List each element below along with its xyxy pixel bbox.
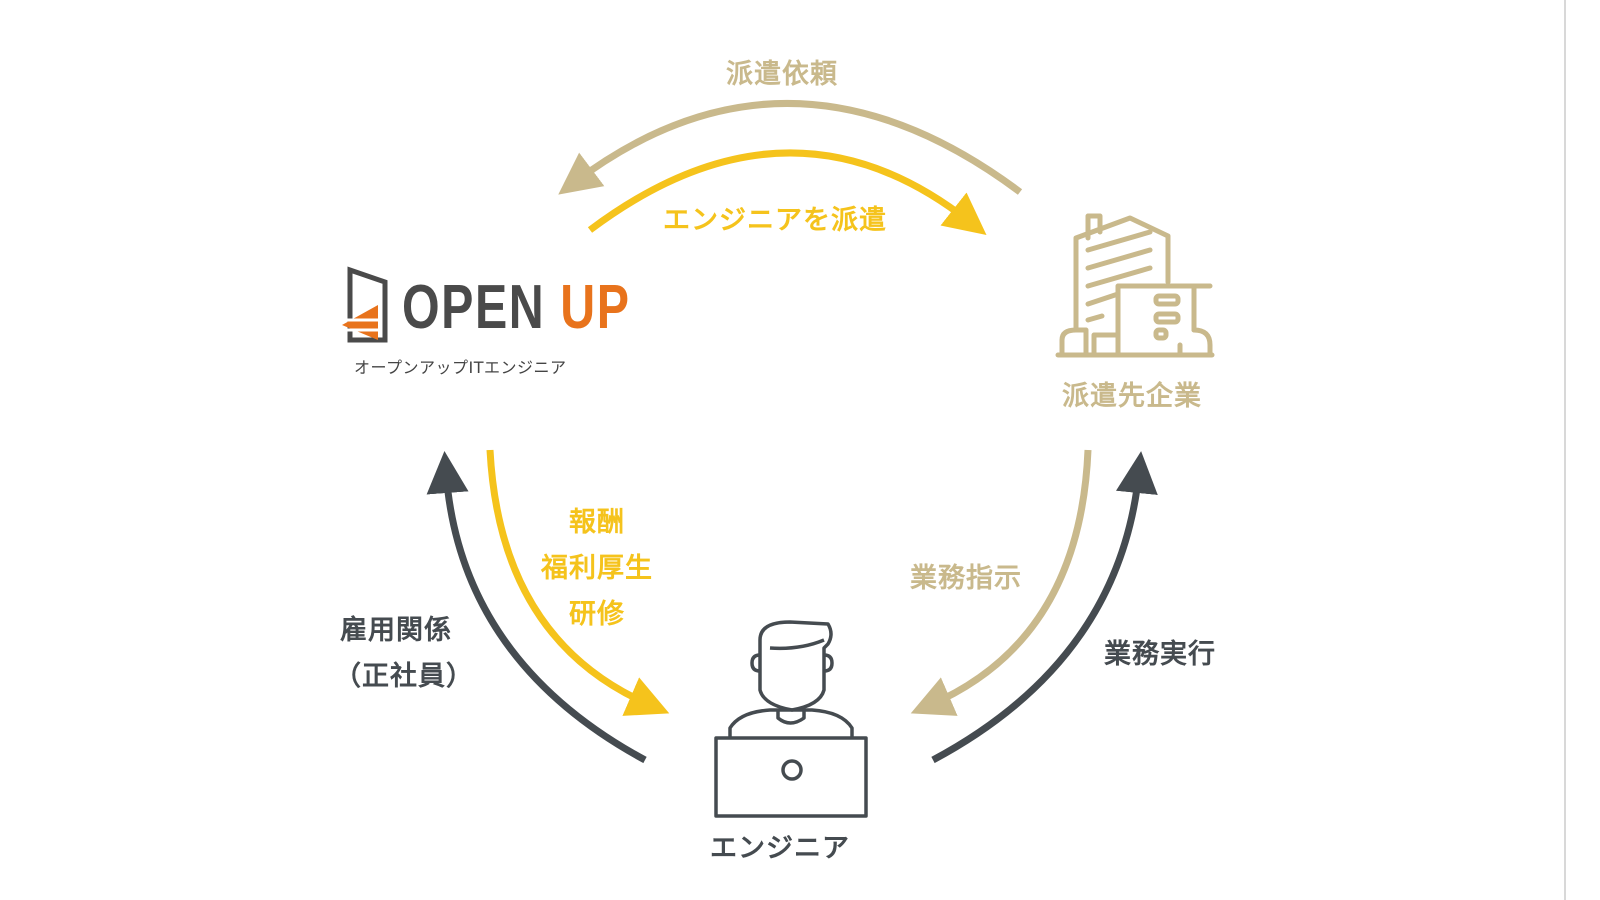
label-work-instruction: 業務指示: [910, 563, 1022, 594]
benefit-salary: 報酬: [569, 507, 625, 538]
benefit-training: 研修: [569, 599, 625, 630]
logo-brand-open: OPEN: [402, 273, 561, 342]
employment-relation: 雇用関係: [340, 615, 452, 646]
engineer-icon: [714, 620, 868, 818]
arrow-dispatch-engineer: [587, 149, 987, 235]
building-icon: [1055, 213, 1215, 358]
arrow-benefits: [486, 449, 670, 716]
logo-brand: OPEN UP: [402, 272, 631, 343]
logo-door-icon: [342, 266, 388, 343]
label-benefits: 報酬 福利厚生 研修: [532, 500, 662, 638]
logo-brand-up: UP: [560, 273, 631, 342]
arrow-work-execution: [931, 451, 1158, 764]
label-work-execution: 業務実行: [1104, 639, 1216, 670]
label-employment: 雇用関係 （正社員）: [334, 608, 474, 700]
label-engineer: エンジニア: [710, 833, 850, 864]
logo-subtitle: オープンアップITエンジニア: [354, 358, 567, 377]
right-border: [1564, 0, 1566, 900]
arrow-dispatch-request: [558, 99, 1023, 195]
employment-type: （正社員）: [334, 661, 474, 692]
arrow-work-instruction: [910, 449, 1092, 716]
label-dispatch-engineer: エンジニアを派遣: [663, 205, 887, 236]
benefit-welfare: 福利厚生: [541, 553, 653, 584]
label-dispatch-request: 派遣依頼: [726, 59, 838, 90]
label-company: 派遣先企業: [1062, 381, 1202, 412]
arrow-employment: [426, 451, 647, 764]
